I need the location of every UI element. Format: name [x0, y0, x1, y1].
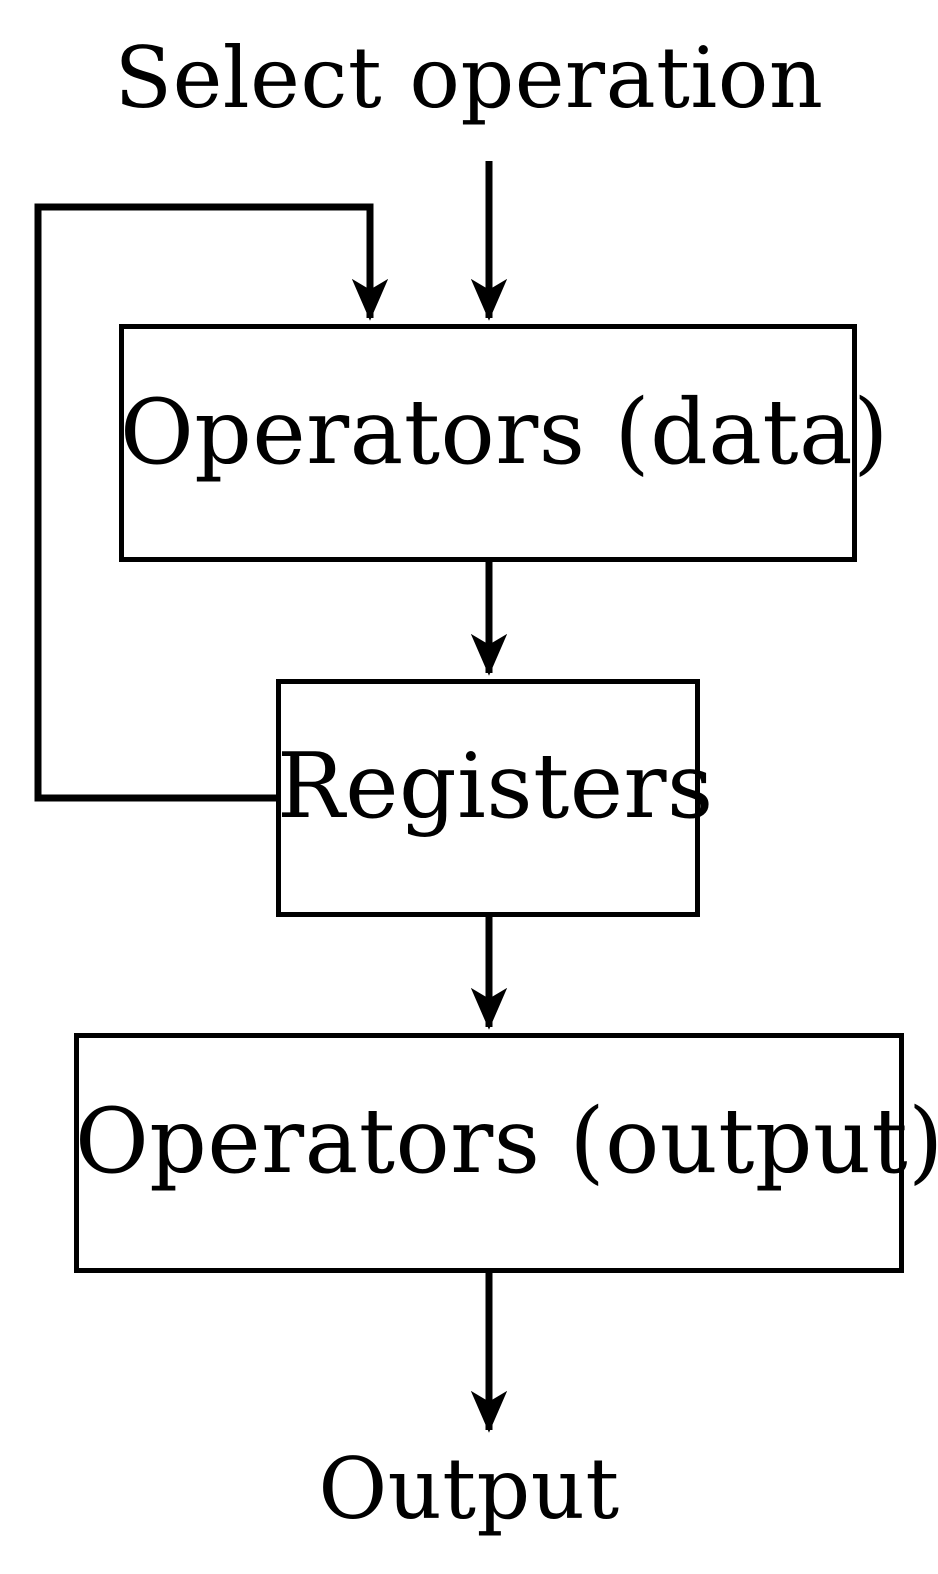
node-operators-data-box	[119, 324, 857, 562]
node-registers-box	[276, 679, 700, 917]
node-label-operators-data: Operators (data)	[120, 380, 889, 485]
edge-registers-feedback-to-operators-data	[34, 203, 389, 802]
input-label-select-operation: Select operation	[114, 29, 824, 127]
output-label-output: Output	[318, 1440, 620, 1538]
node-label-registers: Registers	[277, 734, 714, 839]
node-operators-output-box	[74, 1033, 904, 1273]
node-label-operators-output: Operators (output)	[75, 1089, 938, 1194]
